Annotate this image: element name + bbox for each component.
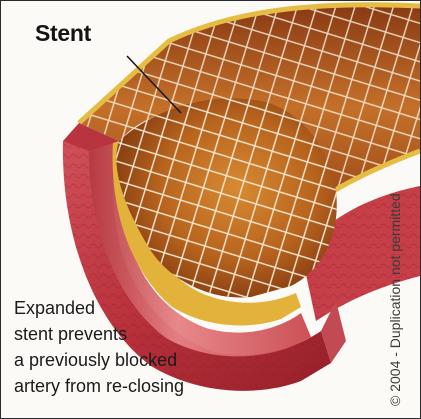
caption: Expanded stent prevents a previously blo…: [14, 295, 229, 399]
caption-line: artery from re-closing: [14, 373, 229, 399]
copyright-notice: © 2004 - Duplication not permitted: [387, 193, 403, 406]
caption-line: stent prevents: [14, 321, 229, 347]
stent-label: Stent: [35, 20, 91, 47]
caption-line: Expanded: [14, 295, 229, 321]
caption-line: a previously blocked: [14, 347, 229, 373]
